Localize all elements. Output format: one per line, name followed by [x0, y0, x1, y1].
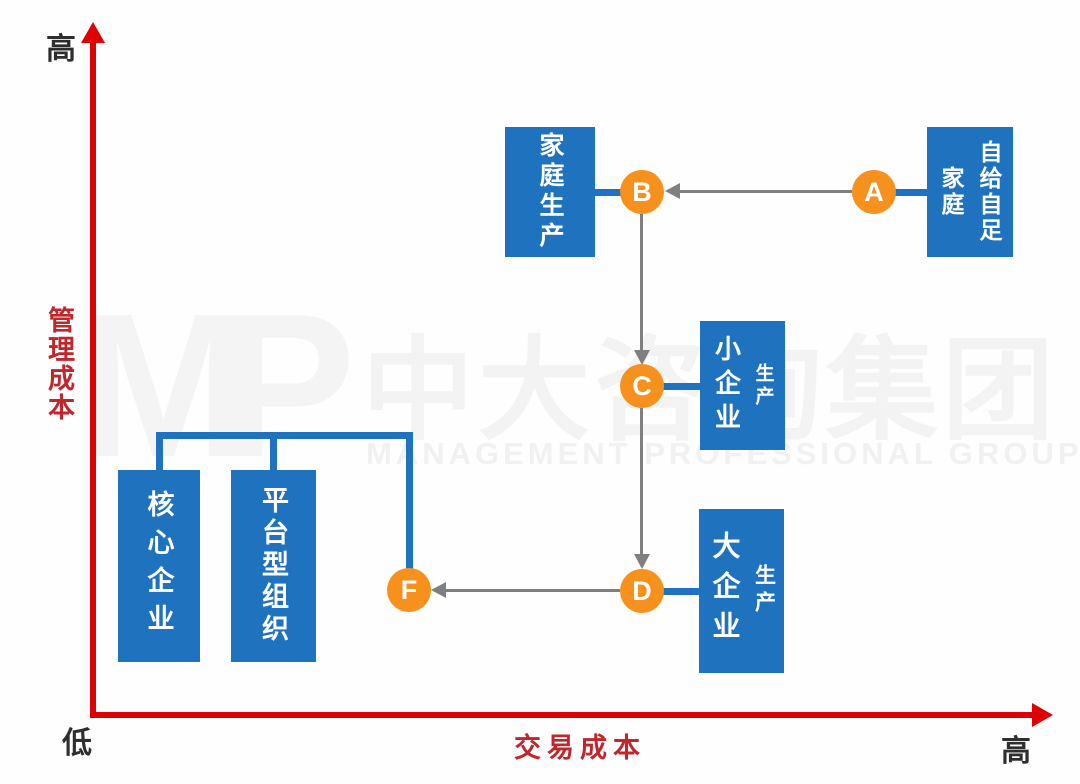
- arrow-a-to-b-line: [679, 190, 852, 193]
- box-self-sufficient-family-main-label: 自给自足: [976, 140, 1002, 244]
- arrow-d-to-f-line: [445, 589, 620, 592]
- node-circle-b: B: [620, 170, 664, 214]
- bracket-drop-to-f: [406, 432, 413, 570]
- connector-c-to-small-enterprise: [662, 383, 702, 390]
- box-large-enterprise-production: 大企业 生产: [699, 509, 784, 673]
- bracket-stub-core-enterprise: [156, 432, 163, 470]
- watermark-mp-logo: MP: [78, 271, 355, 500]
- y-axis-title: 管理成本: [44, 306, 74, 422]
- bracket-horizontal-line: [156, 432, 413, 439]
- y-axis-line: [90, 40, 96, 718]
- connector-b-to-family-production: [593, 189, 623, 196]
- box-family-production: 家庭生产: [505, 127, 595, 257]
- arrow-c-to-d-head-icon: [634, 554, 650, 569]
- bracket-stub-platform-organization: [270, 432, 277, 470]
- box-platform-organization-label: 平台型组织: [258, 486, 288, 646]
- y-axis-high-label: 高: [46, 33, 76, 66]
- y-axis-arrowhead-icon: [81, 22, 105, 43]
- box-small-enterprise-side-label: 生产: [752, 362, 774, 409]
- box-core-enterprise-label: 核心企业: [143, 490, 174, 642]
- connector-a-to-self-sufficient: [893, 189, 929, 196]
- node-circle-f: F: [387, 568, 431, 612]
- x-axis-line: [90, 712, 1034, 718]
- node-circle-d: D: [620, 569, 664, 613]
- arrow-b-to-c-line: [640, 214, 643, 351]
- box-self-sufficient-family: 家庭 自给自足: [927, 127, 1013, 257]
- box-core-enterprise: 核心企业: [118, 470, 200, 662]
- box-self-sufficient-family-side-label: 家庭: [938, 166, 964, 218]
- node-circle-c: C: [620, 364, 664, 408]
- x-axis-high-label: 高: [1001, 735, 1031, 768]
- box-large-enterprise-side-label: 生产: [752, 564, 776, 618]
- arrow-a-to-b-head-icon: [665, 183, 680, 199]
- node-circle-a: A: [852, 170, 896, 214]
- arrow-d-to-f-head-icon: [431, 582, 446, 598]
- x-axis-arrowhead-icon: [1032, 703, 1053, 727]
- origin-low-label: 低: [62, 727, 92, 760]
- box-small-enterprise-main-label: 小企业: [711, 334, 742, 437]
- arrow-b-to-c-head-icon: [634, 350, 650, 365]
- box-small-enterprise-production: 小企业 生产: [700, 321, 785, 450]
- box-platform-organization: 平台型组织: [231, 470, 316, 662]
- x-axis-title: 交易成本: [514, 733, 646, 763]
- connector-d-to-large-enterprise: [662, 588, 701, 595]
- box-family-production-label: 家庭生产: [536, 132, 564, 252]
- box-large-enterprise-main-label: 大企业: [709, 531, 741, 651]
- arrow-c-to-d-line: [640, 408, 643, 555]
